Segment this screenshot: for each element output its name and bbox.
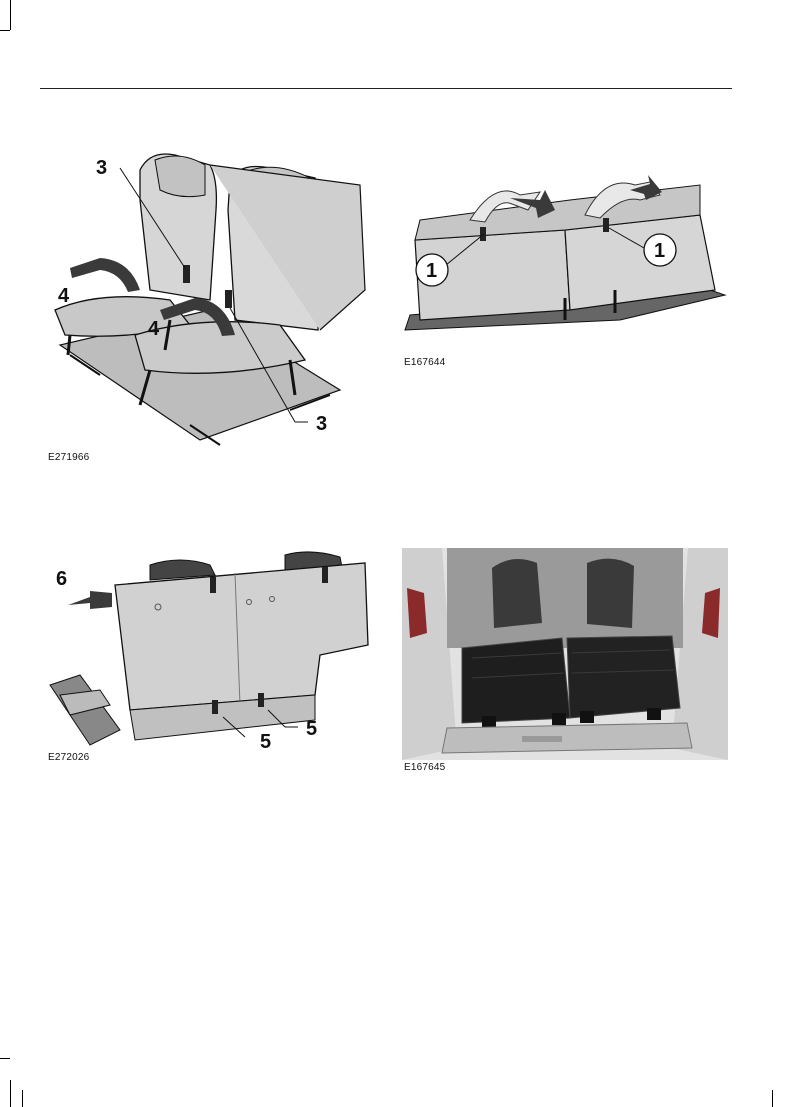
callout-5-left: 5 xyxy=(260,731,271,753)
crop-mark-bottom-mid xyxy=(22,1090,23,1107)
callout-4-center: 4 xyxy=(148,318,160,340)
figure-cargo-area xyxy=(402,548,728,760)
crop-mark-left-top xyxy=(0,30,10,31)
figure-code-2: E167644 xyxy=(404,357,445,368)
figure-code-1: E271966 xyxy=(48,452,89,463)
callout-6: 6 xyxy=(56,568,67,590)
figure-folded-floor: 1 1 xyxy=(400,170,730,345)
callout-1-right: 1 xyxy=(654,240,665,262)
crop-mark-bottom-left xyxy=(10,1080,11,1107)
floor-strap-left xyxy=(480,227,486,241)
figure-seat-tumble: 6 5 5 xyxy=(40,545,380,755)
fold-arrow-left xyxy=(70,258,140,292)
figure-code-4: E167645 xyxy=(404,762,445,773)
tumble-strap-right xyxy=(258,693,264,707)
release-strap-left xyxy=(183,265,190,283)
tumble-arrow xyxy=(68,591,112,609)
crop-mark-left-bottom xyxy=(0,1058,10,1059)
crop-mark-top-left xyxy=(10,0,11,30)
callout-4-left: 4 xyxy=(58,285,70,307)
callout-5-right: 5 xyxy=(306,718,317,740)
header-rule xyxy=(40,88,732,89)
seat-release-illustration: 3 4 4 3 xyxy=(40,140,390,460)
callout-1-left: 1 xyxy=(426,260,437,282)
crop-mark-bottom-right xyxy=(772,1090,773,1107)
folded-floor-illustration: 1 1 xyxy=(400,170,730,345)
floor-strap-right xyxy=(603,218,609,232)
seat-tumble-illustration: 6 5 5 xyxy=(40,545,380,755)
cargo-area-illustration xyxy=(402,548,728,760)
release-strap-right xyxy=(225,290,232,308)
figure-code-3: E272026 xyxy=(48,752,89,763)
figure-seat-release: 3 4 4 3 xyxy=(40,140,390,460)
tumble-strap-left xyxy=(212,700,218,714)
callout-3-top: 3 xyxy=(96,157,107,179)
callout-3-bottom: 3 xyxy=(316,413,327,435)
